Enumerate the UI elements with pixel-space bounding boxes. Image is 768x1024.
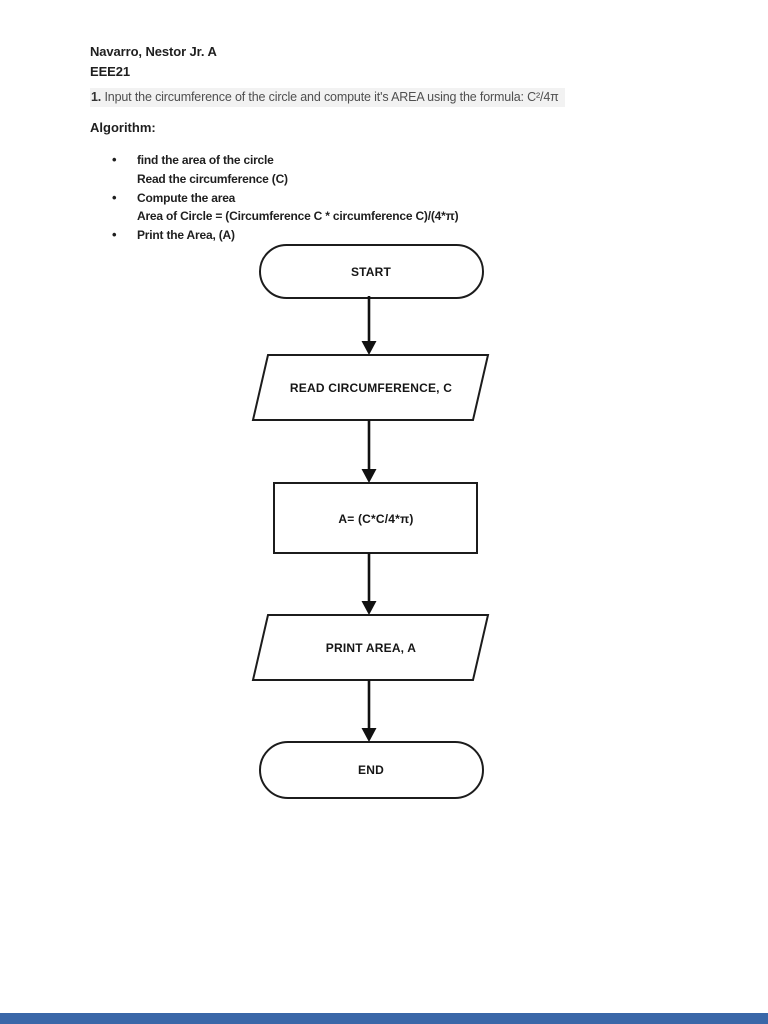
flowchart-node-start: START [259,244,484,299]
footer-bar [0,1013,768,1024]
problem-statement: 1. Input the circumference of the circle… [90,88,565,107]
io-shape [251,614,490,681]
node-label: START [351,265,392,279]
terminator-shape [259,741,484,799]
io-shape [251,354,490,421]
flowchart-node-end: END [259,741,484,799]
list-item: find the area of the circle [90,151,650,170]
flow-arrow [361,420,377,483]
flow-arrow [361,296,377,355]
process-shape [273,482,478,554]
node-label: READ CIRCUMFERENCE, C [290,381,452,395]
list-item: Area of Circle = (Circumference C * circ… [137,209,459,224]
flow-arrow [361,553,377,615]
flowchart-node-print: PRINT AREA, A [251,614,490,681]
problem-text: Input the circumference of the circle an… [101,90,559,104]
flowchart-node-read: READ CIRCUMFERENCE, C [251,354,490,421]
document-header: Navarro, Nestor Jr. A EEE21 [90,42,217,82]
algorithm-heading: Algorithm: [90,120,156,135]
flow-arrow [361,680,377,742]
list-item: Read the circumference (C) [137,171,288,186]
flowchart-node-process: A= (C*C/4*π) [273,482,478,554]
node-label: PRINT AREA, A [326,641,417,655]
algorithm-list: find the area of the circle Read the cir… [90,151,650,245]
list-item: Compute the area [90,189,650,208]
node-label: END [358,763,384,777]
node-label: A= (C*C/4*π) [338,512,413,526]
problem-number: 1. [91,90,102,104]
list-item: Print the Area, (A) [90,226,650,245]
author-name: Navarro, Nestor Jr. A [90,44,217,59]
terminator-shape [259,244,484,299]
problem-highlight: 1. Input the circumference of the circle… [90,88,565,107]
course-code: EEE21 [90,64,130,79]
